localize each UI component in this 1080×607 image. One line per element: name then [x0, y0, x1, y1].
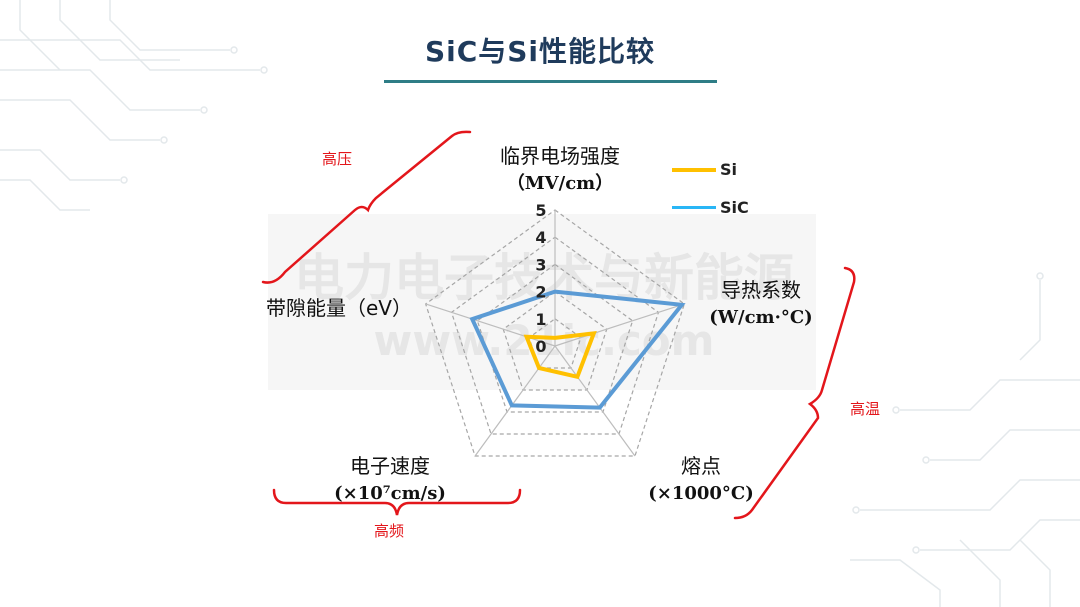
tick-label: 3	[535, 255, 546, 274]
grid-ring	[502, 290, 608, 391]
legend-swatch-si	[672, 167, 716, 172]
tick-label: 0	[535, 337, 546, 356]
legend-swatch-sic	[672, 206, 716, 209]
bracket-high-temperature	[733, 266, 856, 520]
title-underline	[384, 80, 717, 83]
tick-label: 4	[535, 228, 546, 247]
legend-item-sic: SiC	[672, 198, 749, 217]
axis-unit: (×1000°C)	[648, 483, 754, 504]
legend-label-sic: SiC	[720, 198, 749, 217]
axis-spoke	[474, 345, 556, 457]
axis-name: 熔点	[681, 454, 721, 478]
axis-name: 导热系数	[721, 278, 801, 302]
legend-label-si: Si	[720, 160, 738, 179]
watermark	[268, 214, 816, 390]
axis-label-thermal-conductivity: 导热系数 (W/cm·°C)	[696, 276, 826, 332]
tag-high-frequency: 高频	[374, 522, 405, 540]
bracket-high-frequency	[272, 488, 522, 516]
axis-unit: （MV/cm）	[506, 173, 614, 194]
tag-high-temperature: 高温	[850, 400, 881, 418]
axis-label-electron-velocity: 电子速度 (×10⁷cm/s)	[320, 452, 460, 508]
slide-title: SiC与Si性能比较	[424, 35, 656, 68]
axis-label-melting-point: 熔点 (×1000°C)	[636, 452, 766, 508]
axis-spoke	[554, 303, 685, 347]
legend-item-si: Si	[672, 160, 737, 179]
axis-label-bandgap: 带隙能量（eV）	[266, 294, 426, 322]
axis-name: 电子速度	[350, 454, 430, 478]
axis-name: 临界电场强度	[500, 144, 620, 168]
tick-label: 2	[535, 283, 546, 302]
tick-label: 5	[535, 201, 546, 220]
axis-unit: (×10⁷cm/s)	[334, 483, 446, 504]
series-si	[523, 331, 597, 380]
axis-name: 带隙能量（eV）	[266, 296, 412, 320]
tick-label: 1	[535, 310, 546, 329]
grid-ring	[528, 318, 582, 369]
tag-high-voltage: 高压	[322, 150, 353, 168]
axis-spoke	[554, 345, 636, 457]
bracket-high-voltage	[261, 130, 472, 284]
grid-ring	[424, 209, 686, 457]
axis-unit: (W/cm·°C)	[709, 307, 813, 328]
axis-label-critical-field: 临界电场强度 （MV/cm）	[470, 142, 650, 198]
series-sic	[469, 289, 686, 410]
watermark-text-url: www.21ic.com	[373, 316, 715, 365]
